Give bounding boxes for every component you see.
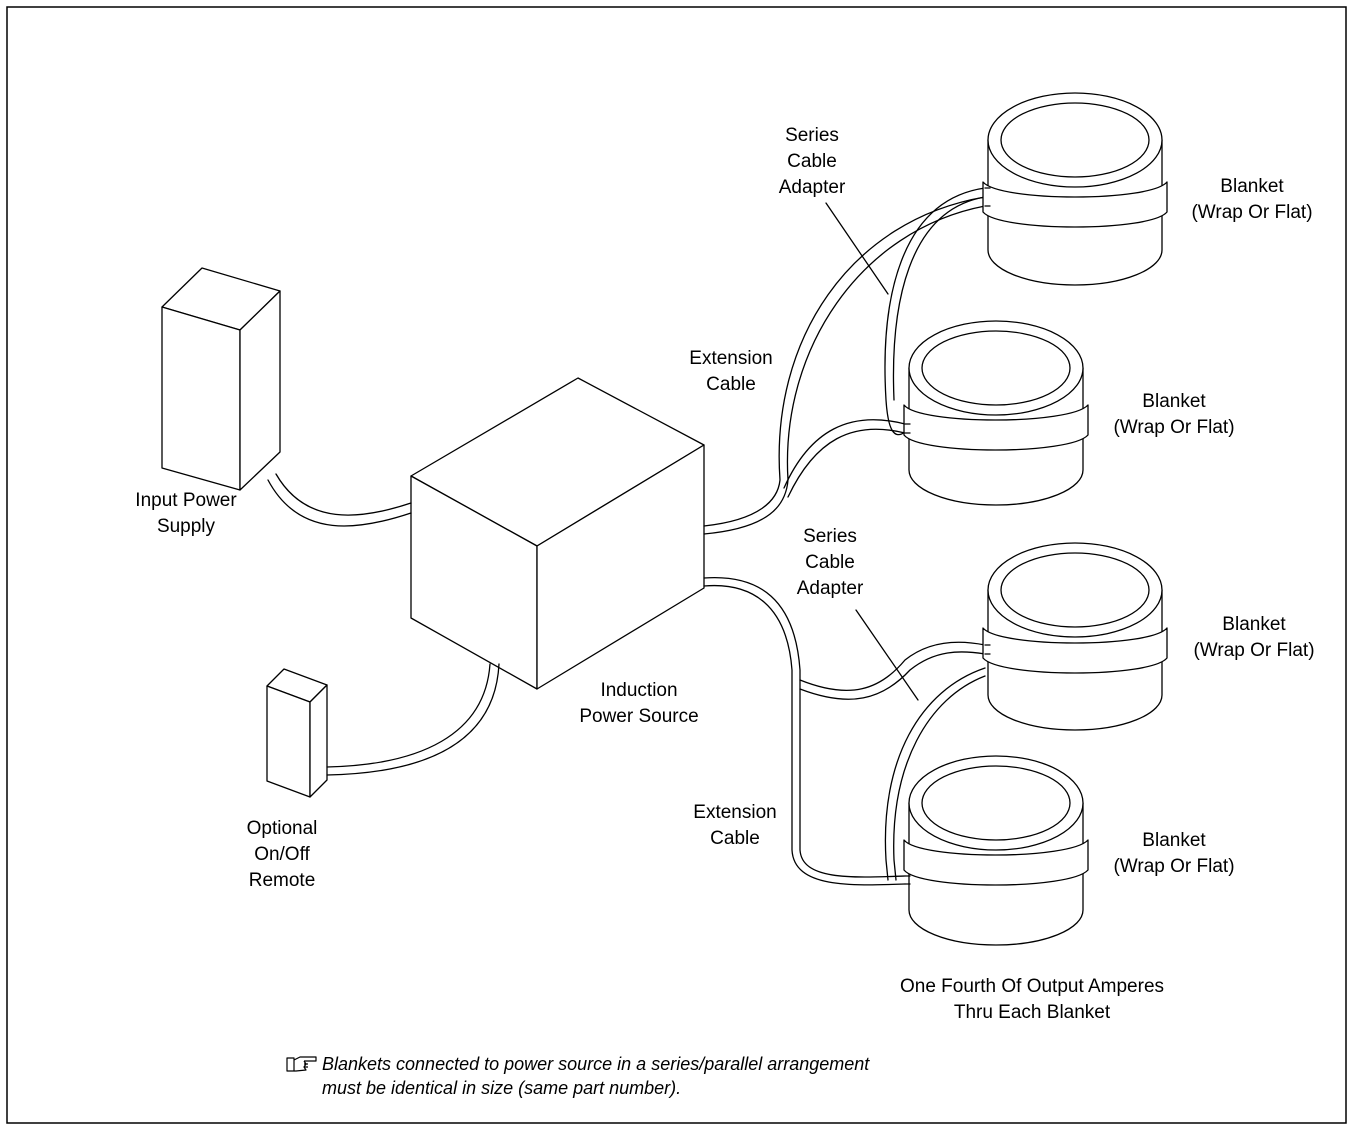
note-line-1: Blankets connected to power source in a …	[322, 1054, 870, 1074]
optional-remote-label: Optional On/Off Remote	[246, 818, 318, 891]
blanket-2-label: Blanket (Wrap Or Flat)	[1113, 391, 1235, 438]
note-line-2: must be identical in size (same part num…	[322, 1078, 682, 1098]
remote-cable	[326, 663, 500, 776]
series-adapter-bottom-label: Series Cable Adapter	[796, 526, 864, 599]
blanket-3-label: Blanket (Wrap Or Flat)	[1193, 614, 1315, 661]
series-adapter-bottom-leader	[855, 609, 919, 701]
induction-power-source-box	[410, 377, 705, 690]
blanket-cylinder-3	[982, 542, 1168, 731]
series-adapter-cable-top	[884, 187, 986, 436]
pointing-hand-icon	[286, 1056, 317, 1072]
series-adapter-top-leader	[825, 202, 889, 295]
induction-power-source-label: Induction Power Source	[579, 680, 699, 727]
input-power-supply-box	[161, 267, 281, 491]
extension-cable-bottom-label: Extension Cable	[693, 802, 777, 849]
extension-cable-bottom	[703, 576, 986, 886]
blanket-4-label: Blanket (Wrap Or Flat)	[1113, 830, 1235, 877]
input-cable	[267, 473, 412, 527]
series-adapter-top-label: Series Cable Adapter	[778, 125, 846, 198]
bottom-note: Blankets connected to power source in a …	[322, 1052, 869, 1100]
remote-box	[266, 668, 328, 798]
blanket-cylinder-1	[982, 92, 1168, 286]
extension-cable-top	[703, 196, 986, 535]
amperes-note-label: One Fourth Of Output Amperes Thru Each B…	[899, 976, 1165, 1023]
input-power-supply-label: Input Power Supply	[135, 490, 237, 537]
blanket-cylinder-2	[903, 320, 1089, 506]
blanket-cylinder-4	[903, 755, 1089, 946]
diagram-border	[6, 6, 1347, 1124]
series-adapter-cable-bottom	[884, 667, 986, 881]
blanket-1-label: Blanket (Wrap Or Flat)	[1191, 176, 1313, 223]
extension-cable-top-label: Extension Cable	[689, 348, 773, 395]
